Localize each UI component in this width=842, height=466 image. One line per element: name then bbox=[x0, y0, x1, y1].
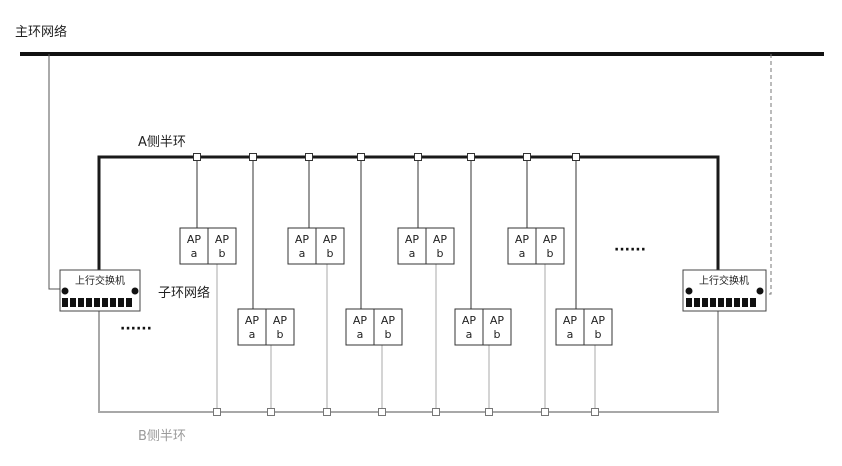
ap-top-label: AP bbox=[245, 314, 260, 327]
ap-a-label: a bbox=[519, 247, 526, 260]
left-switch-label: 上行交换机 bbox=[75, 274, 125, 287]
switch-port bbox=[62, 298, 68, 307]
ap-top-label: AP bbox=[433, 233, 448, 246]
ap-top-label: AP bbox=[381, 314, 396, 327]
ap-b-label: b bbox=[437, 247, 444, 260]
ring-node bbox=[572, 153, 580, 161]
ap-a-label: a bbox=[249, 328, 256, 341]
ap-top-label: AP bbox=[563, 314, 578, 327]
ap-boxes: APaAPbAPaAPbAPaAPbAPaAPbAPaAPbAPaAPbAPaA… bbox=[179, 227, 613, 346]
switch-port bbox=[70, 298, 76, 307]
b-side-label: B侧半环 bbox=[138, 429, 186, 444]
switch-port bbox=[742, 298, 748, 307]
ap-b-label: b bbox=[327, 247, 334, 260]
ring-node bbox=[323, 408, 331, 416]
ap-a-label: a bbox=[357, 328, 364, 341]
ring-node bbox=[523, 153, 531, 161]
switch-port bbox=[686, 298, 692, 307]
ring-node bbox=[357, 153, 365, 161]
ring-node bbox=[485, 408, 493, 416]
switch-port bbox=[694, 298, 700, 307]
ring-node bbox=[249, 153, 257, 161]
ap-top-label: AP bbox=[462, 314, 477, 327]
ring-node bbox=[378, 408, 386, 416]
ap-a-label: a bbox=[466, 328, 473, 341]
ap-drop-lines bbox=[193, 153, 599, 416]
ap-a-label: a bbox=[567, 328, 574, 341]
switch-port bbox=[102, 298, 108, 307]
switch-port bbox=[78, 298, 84, 307]
ring-node bbox=[193, 153, 201, 161]
right-uplink-switch: 上行交换机 bbox=[682, 269, 767, 312]
ap-a-label: a bbox=[191, 247, 198, 260]
ap-a-label: a bbox=[299, 247, 306, 260]
switch-ports bbox=[686, 298, 756, 307]
ap-top-label: AP bbox=[490, 314, 505, 327]
ring-node bbox=[467, 153, 475, 161]
ap-a-label: a bbox=[409, 247, 416, 260]
ring-node bbox=[267, 408, 275, 416]
main-ring-title: 主环网络 bbox=[15, 24, 67, 40]
switch-port bbox=[702, 298, 708, 307]
switch-port bbox=[118, 298, 124, 307]
ap-top-label: AP bbox=[353, 314, 368, 327]
a-side-label: A侧半环 bbox=[138, 135, 186, 150]
switch-ports bbox=[62, 298, 132, 307]
ap-b-label: b bbox=[385, 328, 392, 341]
ring-node bbox=[305, 153, 313, 161]
ap-top-label: AP bbox=[591, 314, 606, 327]
ring-node bbox=[213, 408, 221, 416]
ap-top-label: AP bbox=[405, 233, 420, 246]
left-uplink bbox=[48, 54, 60, 290]
ap-b-label: b bbox=[277, 328, 284, 341]
ap-b-label: b bbox=[494, 328, 501, 341]
b-side-half-ring bbox=[98, 311, 719, 413]
ap-top-label: AP bbox=[295, 233, 310, 246]
switch-port bbox=[86, 298, 92, 307]
ring-node bbox=[414, 153, 422, 161]
switch-port bbox=[734, 298, 740, 307]
right-uplink-dashed bbox=[766, 54, 772, 295]
switch-port bbox=[110, 298, 116, 307]
switch-port bbox=[718, 298, 724, 307]
a-side-half-ring bbox=[97, 155, 720, 270]
ring-node bbox=[591, 408, 599, 416]
switch-port bbox=[710, 298, 716, 307]
switch-port bbox=[126, 298, 132, 307]
ap-top-label: AP bbox=[515, 233, 530, 246]
switch-port bbox=[94, 298, 100, 307]
right-ellipsis: ······ bbox=[614, 242, 646, 258]
left-ellipsis: ······ bbox=[120, 321, 152, 337]
ap-top-label: AP bbox=[187, 233, 202, 246]
sub-ring-label: 子环网络 bbox=[158, 285, 210, 301]
switch-port bbox=[750, 298, 756, 307]
ap-top-label: AP bbox=[543, 233, 558, 246]
switch-port bbox=[726, 298, 732, 307]
ap-top-label: AP bbox=[323, 233, 338, 246]
ap-b-label: b bbox=[547, 247, 554, 260]
right-switch-label: 上行交换机 bbox=[699, 274, 749, 287]
ring-node bbox=[432, 408, 440, 416]
ap-top-label: AP bbox=[215, 233, 230, 246]
ap-b-label: b bbox=[595, 328, 602, 341]
ring-node bbox=[541, 408, 549, 416]
ap-top-label: AP bbox=[273, 314, 288, 327]
ap-b-label: b bbox=[219, 247, 226, 260]
left-uplink-switch: 上行交换机 bbox=[59, 269, 141, 312]
